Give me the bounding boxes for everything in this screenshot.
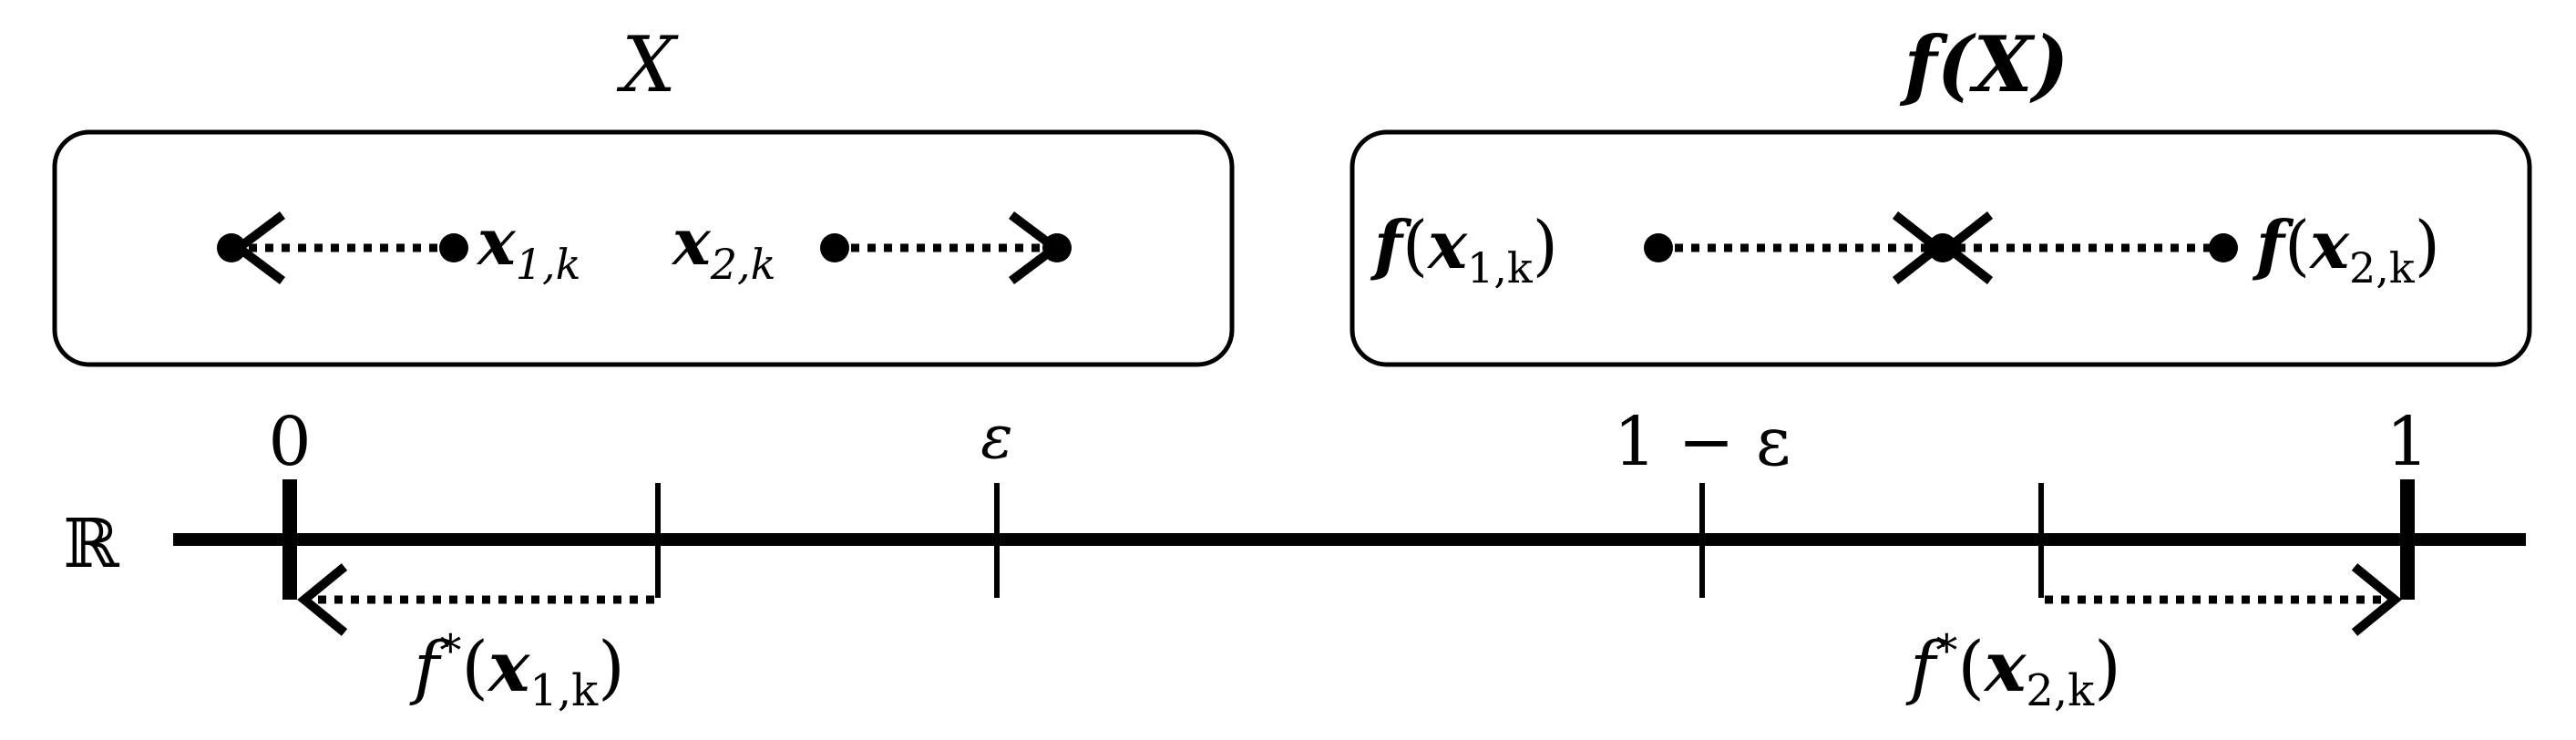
tick-label-one-minus-epsilon: 1 − ε — [1614, 403, 1791, 481]
domain-set-box — [52, 129, 1235, 367]
domain-set-title: X — [616, 20, 679, 109]
lower-right-arrowhead — [2351, 563, 2402, 636]
image-set-title: f(X) — [1900, 19, 2069, 109]
image-set-box — [1350, 129, 2532, 367]
f-x2k-label: f(x2,k) — [2252, 206, 2440, 293]
tick-label-one: 1 — [2386, 403, 2428, 481]
x2k-label: x2,k — [671, 204, 776, 289]
f-star-x1k-label: f*(x1,k) — [409, 625, 625, 716]
x1k-label: x1,k — [476, 204, 581, 289]
right-limit-point — [1042, 233, 1072, 262]
f-star-x2k-label: f*(x2,k) — [1905, 625, 2121, 716]
lower-left-arrowhead — [297, 563, 348, 636]
f-x2k-point — [2209, 233, 2238, 262]
tick-label-zero: 0 — [268, 403, 311, 481]
reals-symbol: ℝ — [63, 505, 119, 583]
left-limit-point — [217, 233, 246, 262]
image-right-arrowhead — [1940, 211, 1994, 284]
tick-label-epsilon: ε — [980, 402, 1012, 472]
f-x1k-label: f(x1,k) — [1370, 206, 1558, 293]
x2k-point — [820, 233, 849, 262]
x1k-point — [439, 233, 468, 262]
